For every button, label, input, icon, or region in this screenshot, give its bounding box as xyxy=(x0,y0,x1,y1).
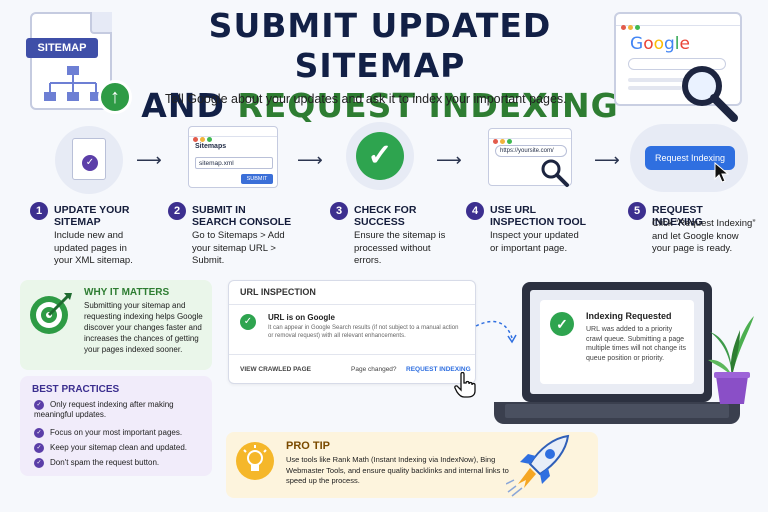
step-5-number: 5 xyxy=(628,202,646,220)
url-inspection-card xyxy=(228,280,476,384)
divider xyxy=(229,354,475,355)
best-item: ✓Only request indexing after making mean… xyxy=(34,400,204,419)
step-3-number: 3 xyxy=(330,202,348,220)
best-item: ✓ Keep your sitemap clean and updated. xyxy=(34,443,187,453)
google-search-box xyxy=(628,58,726,70)
sitemap-tree-icon xyxy=(44,66,102,101)
title-line-2: AND REQUEST INDEXING xyxy=(120,86,640,126)
target-icon xyxy=(30,293,72,334)
url-field: https://yoursite.com/ xyxy=(495,145,567,157)
url-status: URL is on Google xyxy=(268,313,335,322)
step-1-number: 1 xyxy=(30,202,48,220)
google-browser-window: Google xyxy=(614,12,742,106)
step-2-desc: Go to Sitemaps > Add your sitemap URL > … xyxy=(192,230,285,266)
submit-button: SUBMIT xyxy=(241,174,273,184)
best-item: ✓ Don't spam the request button. xyxy=(34,458,159,468)
plant-icon xyxy=(708,316,754,404)
best-item: ✓ Focus on your most important pages. xyxy=(34,428,182,438)
view-crawled-page-link[interactable]: VIEW CRAWLED PAGE xyxy=(240,366,312,373)
console-window-icon: Sitemaps sitemap.xml SUBMIT xyxy=(188,126,278,188)
check-bullet-icon: ✓ xyxy=(34,428,44,438)
step-2-number: 2 xyxy=(168,202,186,220)
url-inspection-title: URL INSPECTION xyxy=(240,287,316,297)
step-2-title: SUBMIT IN SEARCH CONSOLE xyxy=(192,204,292,228)
step-1-desc: Include new and updated pages in your XM… xyxy=(54,230,133,266)
magnifier-icon xyxy=(682,66,738,122)
page-changed-label: Page changed? xyxy=(351,366,397,373)
sitemap-file-icon: SITEMAP xyxy=(26,12,112,110)
indexing-requested-text: URL was added to a priority crawl queue.… xyxy=(586,326,686,362)
step-1-title: UPDATE YOUR SITEMAP xyxy=(54,204,130,228)
step-4-number: 4 xyxy=(466,202,484,220)
check-bullet-icon: ✓ xyxy=(34,400,44,410)
url-inspection-window-icon: https://yoursite.com/ xyxy=(488,128,572,186)
best-item-text: Only request indexing after making meani… xyxy=(34,400,174,419)
step-4-title: USE URL INSPECTION TOOL xyxy=(490,204,587,228)
google-logo: Google xyxy=(630,34,690,54)
arrow-right-icon: ⟶ xyxy=(436,150,462,170)
best-item-text: Focus on your most important pages. xyxy=(50,428,183,438)
upload-arrow-icon: ↑ xyxy=(98,80,132,114)
success-check-icon: ✓ xyxy=(356,132,404,180)
why-title: WHY IT MATTERS xyxy=(84,287,170,298)
best-item-text: Don't spam the request button. xyxy=(50,458,160,468)
title-line-2-highlight: REQUEST INDEXING xyxy=(237,86,619,125)
step-5-desc: Click “Request Indexing” and let Google … xyxy=(652,218,756,254)
arrow-right-icon: ⟶ xyxy=(297,150,323,170)
request-indexing-button-illustration: Request Indexing xyxy=(645,146,735,170)
lightbulb-icon xyxy=(236,442,274,480)
sitemap-url-input: sitemap.xml xyxy=(195,157,273,169)
document-check-icon: ✓ xyxy=(72,138,106,180)
request-indexing-link[interactable]: REQUEST INDEXING xyxy=(406,366,471,373)
url-status-desc: It can appear in Google Search results (… xyxy=(268,325,459,339)
cursor-icon xyxy=(714,162,730,183)
check-bullet-icon: ✓ xyxy=(34,458,44,468)
title-line-1: SUBMIT UPDATED SITEMAP xyxy=(208,6,552,85)
laptop-keyboard xyxy=(505,404,729,418)
step-5-title: REQUEST INDEXING xyxy=(652,204,703,228)
sitemap-tag: SITEMAP xyxy=(26,38,98,58)
step-4-desc: Inspect your updated or important page. xyxy=(490,230,579,254)
title-line-2-prefix: AND xyxy=(141,86,238,125)
arrow-right-icon: ⟶ xyxy=(594,150,620,170)
rocket-icon xyxy=(506,434,570,497)
dashed-arrow-icon xyxy=(475,320,517,344)
page-subtitle: Tell Google about your updates and ask i… xyxy=(165,92,567,106)
hand-pointer-icon xyxy=(454,372,476,398)
divider xyxy=(229,304,475,305)
page-title: SUBMIT UPDATED SITEMAP AND REQUEST INDEX… xyxy=(120,6,640,126)
pro-tip-title: PRO TIP xyxy=(286,440,331,452)
best-practices-panel xyxy=(20,376,212,476)
check-bullet-icon: ✓ xyxy=(34,443,44,453)
check-icon: ✓ xyxy=(240,314,256,330)
pro-tip-text: Use tools like Rank Math (Instant Indexi… xyxy=(286,455,509,485)
step-3-desc: Ensure the sitemap is processed without … xyxy=(354,230,446,266)
indexing-requested-title: Indexing Requested xyxy=(586,311,672,321)
best-item-text: Keep your sitemap clean and updated. xyxy=(50,443,187,453)
best-title: BEST PRACTICES xyxy=(32,384,120,395)
check-icon: ✓ xyxy=(550,312,574,336)
arrow-right-icon: ⟶ xyxy=(136,150,162,170)
sitemaps-label: Sitemaps xyxy=(195,143,227,150)
why-text: Submitting your sitemap and requesting i… xyxy=(84,301,203,354)
magnifier-small-icon xyxy=(541,159,569,187)
step-3-title: CHECK FOR SUCCESS xyxy=(354,204,417,228)
